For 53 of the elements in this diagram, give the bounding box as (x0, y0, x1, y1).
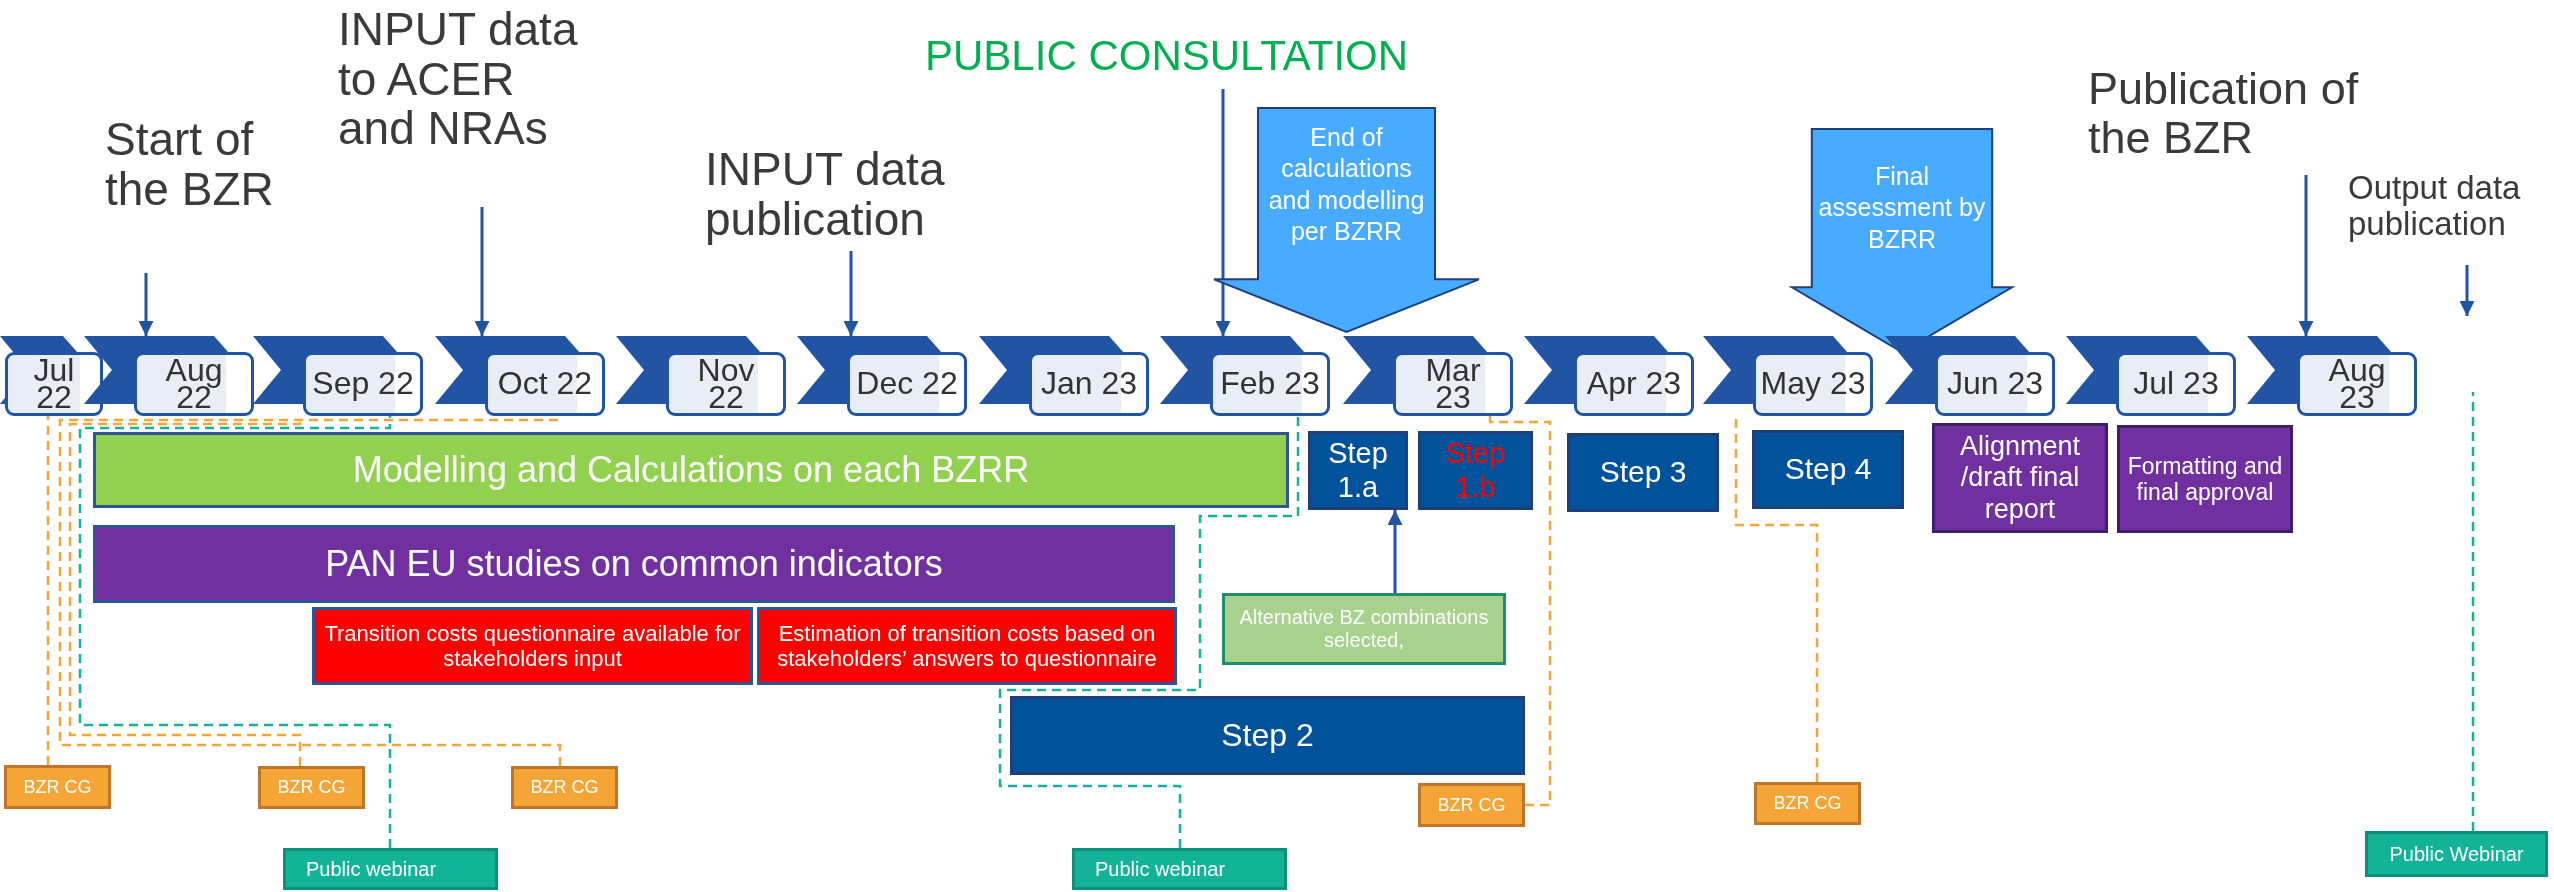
month-box: Jan 23 (1029, 352, 1149, 416)
note-box: Alternative BZ combinations selected, (1222, 593, 1506, 665)
month-box: Mar 23 (1393, 352, 1513, 416)
task-box: Formatting and final approval (2117, 425, 2293, 533)
step-box: Step 1.a (1308, 431, 1408, 510)
meeting-tag: BZR CG (1418, 783, 1525, 827)
arrow (2459, 265, 2475, 316)
annotation-text: Start of the BZR (105, 115, 295, 273)
task-bar: Modelling and Calculations on each BZRR (93, 432, 1289, 508)
task-box: Alignment /draft final report (1932, 423, 2108, 533)
month-box: Jul 22 (5, 352, 103, 416)
task-bar: PAN EU studies on common indicators (93, 525, 1175, 603)
dashed-guide-line (78, 416, 392, 848)
dashed-guide-line (46, 416, 50, 765)
month-box: Oct 22 (485, 352, 605, 416)
step-box: Step 3 (1567, 433, 1719, 512)
arrow (2298, 175, 2314, 336)
month-box: Aug 22 (134, 352, 254, 416)
task-box: Transition costs questionnaire available for stakeholders input (312, 607, 753, 685)
dashed-guide-line (1734, 416, 1819, 782)
month-box: Aug 23 (2297, 352, 2417, 416)
month-box: Nov 22 (666, 352, 786, 416)
task-box: Estimation of transition costs based on stakeholders’ answers to questionnaire (757, 607, 1177, 685)
annotation-text: INPUT data to ACER and NRAs (338, 5, 588, 207)
webinar-tag: Public Webinar (2365, 831, 2548, 877)
month-box: May 23 (1753, 352, 1873, 416)
step-box: Step 1.b (1418, 431, 1533, 510)
webinar-tag: Public webinar (1072, 848, 1287, 890)
step-bar: Step 2 (1010, 696, 1525, 775)
month-box: Feb 23 (1210, 352, 1330, 416)
month-box: Jun 23 (1935, 352, 2055, 416)
meeting-tag: BZR CG (511, 766, 618, 809)
month-box: Sep 22 (303, 352, 423, 416)
arrow (1387, 510, 1403, 593)
annotation-text: INPUT data publication (705, 145, 1005, 251)
dashed-guide-line (998, 416, 1300, 848)
arrow (474, 207, 490, 336)
meeting-tag: BZR CG (258, 766, 365, 809)
month-box: Apr 23 (1574, 352, 1694, 416)
meeting-tag: BZR CG (1754, 782, 1861, 825)
meeting-tag: BZR CG (4, 765, 111, 809)
webinar-tag: Public webinar (283, 848, 498, 890)
dashed-guide-line (2471, 392, 2475, 831)
step-box: Step 4 (1752, 430, 1904, 509)
arrow (138, 273, 154, 336)
callout-text: End of calculations and modelling per BZRR (1267, 122, 1426, 247)
month-box: Jul 23 (2116, 352, 2236, 416)
callout-text: Final assessment by BZRR (1817, 161, 1987, 255)
annotation-text: PUBLIC CONSULTATION (925, 33, 1445, 89)
month-box: Dec 22 (847, 352, 967, 416)
dashed-guide-line (1488, 416, 1552, 807)
arrow (843, 251, 859, 336)
arrow (1215, 89, 1231, 336)
